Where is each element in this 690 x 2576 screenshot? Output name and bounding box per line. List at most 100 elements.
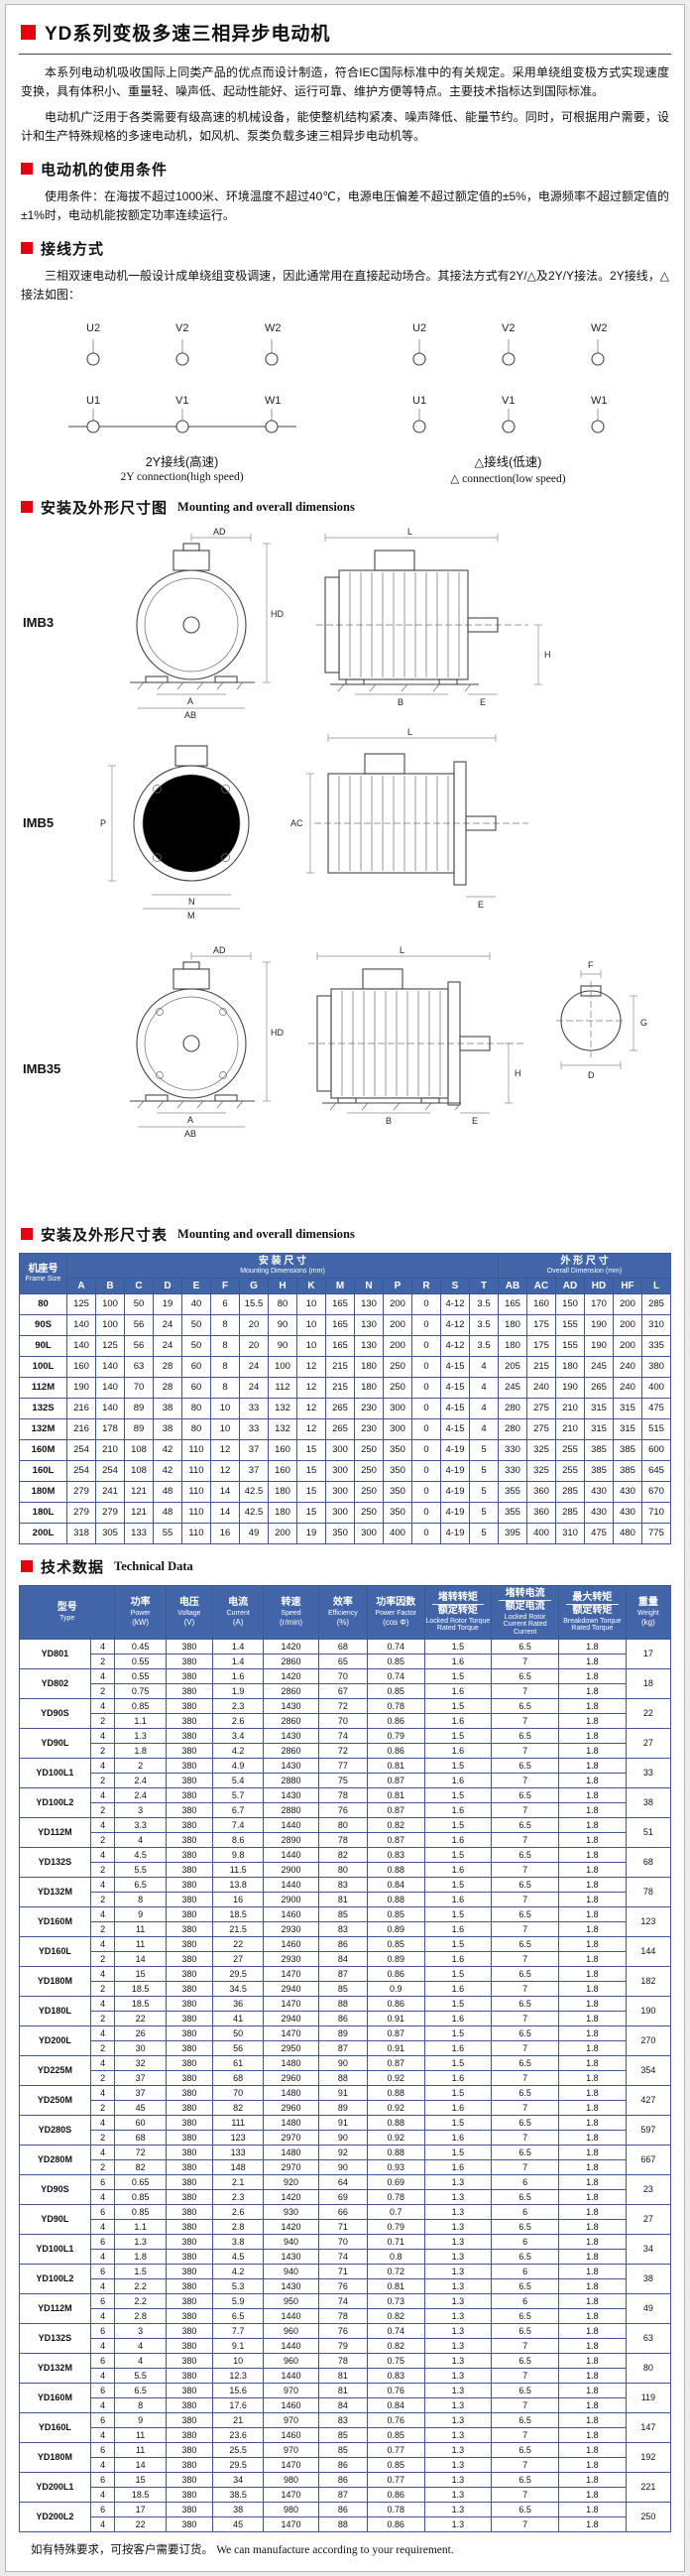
tech-value-cell: 6.5 (491, 2441, 559, 2458)
motor-type-cell: YD225M (19, 2054, 91, 2086)
motor-type-cell: YD250M (19, 2084, 91, 2116)
tech-value-cell: 0.88 (367, 2084, 425, 2101)
tech-value-cell: 380 (165, 1980, 214, 1997)
dim-value-cell: 305 (95, 1522, 125, 1544)
dim-value-cell: 230 (354, 1417, 384, 1440)
tech-value-cell: 0.84 (367, 2396, 425, 2413)
tech-value-cell: 79 (317, 2337, 369, 2354)
tech-value-cell: 0.78 (367, 2501, 425, 2517)
dim-value-cell: 4 (469, 1397, 499, 1419)
tech-value-cell: 0.7 (367, 2203, 425, 2220)
dim-value-cell: 4-12 (440, 1334, 470, 1357)
tech-value-cell: 380 (165, 1727, 214, 1744)
tech-value-cell: 920 (263, 2173, 319, 2190)
tech-value-cell: 1.8 (558, 1950, 627, 1967)
dim-value-cell: 70 (124, 1376, 154, 1399)
motor-type-cell: YD280S (19, 2114, 91, 2146)
tech-value-cell: 6 (89, 2382, 116, 2398)
frame-size-cell: 160L (19, 1459, 67, 1482)
tech-value-cell: 1.1 (114, 2218, 167, 2235)
caption-2y-cn: 2Y接线(高速) (145, 454, 219, 469)
tech-value-cell: 6.5 (491, 1786, 559, 1803)
tech-value-cell: 0.86 (367, 1742, 425, 1759)
red-square-icon (21, 242, 33, 255)
tech-value-cell: 380 (165, 2352, 214, 2369)
tech-value-cell: 1.8 (558, 2039, 627, 2056)
dim-col-n: N (354, 1277, 384, 1294)
dim-value-cell: 230 (354, 1397, 384, 1419)
tech-value-cell: 11.5 (212, 1861, 265, 1878)
dim-value-cell: 110 (181, 1522, 211, 1544)
tech-value-cell: 67 (317, 1682, 369, 1699)
tech-value-cell: 380 (165, 2144, 214, 2160)
tech-value-cell: 0.92 (367, 2099, 425, 2116)
dim-value-cell: 28 (153, 1376, 182, 1399)
dim-label-l: L (407, 727, 412, 737)
dim-value-cell: 254 (95, 1459, 125, 1482)
dim-value-cell: 50 (181, 1313, 211, 1336)
tech-value-cell: 0.87 (367, 1831, 425, 1848)
tech-value-cell: 1.8 (558, 1786, 627, 1803)
tech-value-cell: 0.81 (367, 2277, 425, 2294)
tech-value-cell: 1.3 (423, 2307, 493, 2324)
terminal-label: W1 (591, 395, 608, 407)
frame-size-cell: 100L (19, 1355, 67, 1378)
weight-cell: 78 (625, 1876, 672, 1907)
weight-cell: 27 (625, 2203, 672, 2235)
tech-value-cell: 86 (317, 2456, 369, 2473)
weight-cell: 33 (625, 1757, 672, 1788)
tech-value-cell: 7 (491, 2486, 559, 2503)
tech-value-cell: 1.5 (423, 1638, 493, 1655)
tech-value-cell: 4.9 (212, 1757, 265, 1774)
dim-value-cell: 300 (354, 1522, 384, 1544)
tech-value-cell: 8 (114, 2396, 167, 2413)
tech-value-cell: 1.8 (558, 1846, 627, 1863)
dim-value-cell: 4-19 (440, 1480, 470, 1503)
tech-value-cell: 380 (165, 2218, 214, 2235)
dim-value-cell: 400 (641, 1376, 671, 1399)
tech-value-cell: 0.65 (114, 2173, 167, 2190)
tech-value-cell: 1460 (263, 2426, 319, 2443)
dim-col-ac: AC (526, 1277, 556, 1294)
tech-value-cell: 1.8 (558, 1995, 627, 2012)
dim-value-cell: 385 (613, 1459, 642, 1482)
dim-value-cell: 90 (268, 1313, 297, 1336)
tech-value-cell: 4 (89, 2024, 116, 2041)
red-square-icon (21, 501, 33, 513)
tech-value-cell: 30 (114, 2039, 167, 2056)
weight-cell: 144 (625, 1935, 672, 1967)
tech-value-cell: 1.6 (423, 1920, 493, 1937)
tech-value-cell: 41 (212, 2010, 265, 2026)
tech-col-type: 型号 Type (18, 1584, 116, 1640)
dim-value-cell: 380 (641, 1355, 671, 1378)
tech-value-cell: 1.8 (558, 2233, 627, 2250)
dim-value-cell: 150 (555, 1292, 585, 1315)
dim-label-ad: AD (213, 945, 226, 955)
tech-value-cell: 0.85 (367, 2426, 425, 2443)
tech-value-cell: 4 (89, 1786, 116, 1803)
tech-value-cell: 3.4 (212, 1727, 265, 1744)
tech-value-cell: 82 (317, 1846, 369, 1863)
dim-value-cell: 279 (66, 1501, 96, 1524)
dim-col-g: G (239, 1277, 269, 1294)
tech-value-cell: 69 (317, 2188, 369, 2205)
tech-value-cell: 1.5 (423, 1905, 493, 1922)
tech-value-cell: 2 (89, 1831, 116, 1848)
terminal-label: U1 (412, 395, 426, 407)
tech-value-cell: 380 (165, 2114, 214, 2131)
dim-value-cell: 5 (469, 1459, 499, 1482)
tech-value-cell: 1470 (263, 2456, 319, 2473)
tech-value-cell: 7.4 (212, 1816, 265, 1833)
dim-value-cell: 180 (268, 1480, 297, 1503)
tech-value-cell: 10 (212, 2352, 265, 2369)
terminal-label: W1 (265, 395, 282, 407)
tech-value-cell: 6.5 (491, 1667, 559, 1684)
tech-value-cell: 4 (89, 2456, 116, 2473)
